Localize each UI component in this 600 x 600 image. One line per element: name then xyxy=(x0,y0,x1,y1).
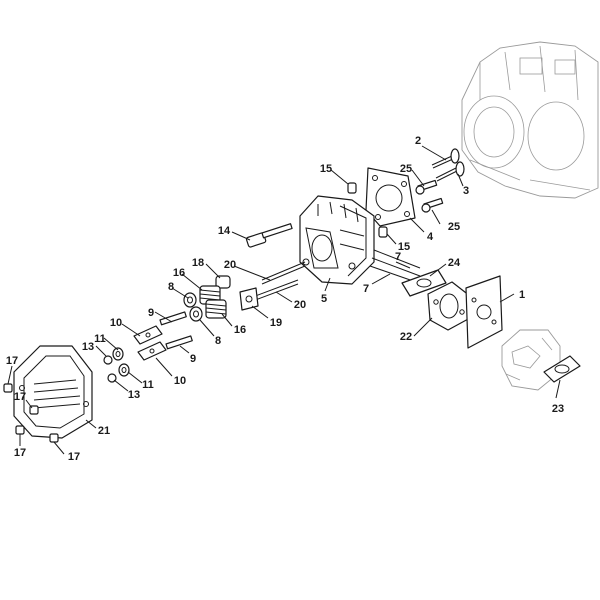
callout-11-upper: 11 xyxy=(94,333,106,345)
callout-4: 4 xyxy=(427,231,434,243)
callout-8-lower: 8 xyxy=(215,335,221,347)
valve-2 xyxy=(431,148,460,169)
callout-5: 5 xyxy=(321,293,327,305)
callout-10-lower: 10 xyxy=(174,375,186,387)
rocker-arm-10-lower xyxy=(137,341,167,361)
carburetor-ghost xyxy=(501,329,561,391)
stud-25-lower xyxy=(421,197,444,213)
plate-1 xyxy=(465,275,503,349)
callout-17-2: 17 xyxy=(14,391,26,403)
valve-3 xyxy=(435,161,465,182)
cap-18 xyxy=(215,275,231,289)
callout-1: 1 xyxy=(519,289,525,301)
screw-13-upper xyxy=(103,355,113,365)
washer-8-lower xyxy=(189,306,203,322)
gasket-24 xyxy=(401,269,447,297)
nut-11-lower xyxy=(118,363,130,377)
stud-9-lower xyxy=(165,335,193,350)
callout-13-lower: 13 xyxy=(128,389,140,401)
rocker-arm-10-upper xyxy=(133,325,163,345)
valve-spring-16-lower xyxy=(205,299,227,319)
nut-11-upper xyxy=(112,347,124,361)
callout-17-4: 17 xyxy=(68,451,80,463)
callout-14: 14 xyxy=(218,225,231,237)
stud-9-upper xyxy=(159,311,187,326)
callout-22: 22 xyxy=(400,331,412,343)
valve-guide-20 xyxy=(249,261,306,303)
callout-19: 19 xyxy=(270,317,282,329)
callout-17-3: 17 xyxy=(14,447,26,459)
callout-16-lower: 16 xyxy=(234,324,246,336)
dowel-15-lower xyxy=(378,226,388,238)
callout-3: 3 xyxy=(463,185,469,197)
callout-7-upper: 7 xyxy=(395,251,401,263)
callout-13-upper: 13 xyxy=(82,341,94,353)
cylinder-head-5 xyxy=(299,195,375,285)
callout-24: 24 xyxy=(448,257,461,269)
bolt-17-4 xyxy=(49,433,59,443)
bolt-17-1 xyxy=(3,383,13,393)
callout-2: 2 xyxy=(415,135,421,147)
rocker-stud-14 xyxy=(245,223,293,248)
callout-7-lower: 7 xyxy=(363,283,369,295)
washer-8-upper xyxy=(183,292,197,308)
callouts: 1 2 3 4 5 7 7 8 8 9 9 10 10 11 11 13 13 … xyxy=(6,135,564,463)
callout-11-lower: 11 xyxy=(142,379,154,391)
callout-15-upper: 15 xyxy=(320,163,332,175)
callout-21: 21 xyxy=(98,425,110,437)
valve-cover-21 xyxy=(13,345,93,439)
callout-9-upper: 9 xyxy=(148,307,154,319)
callout-20-lower: 20 xyxy=(294,299,306,311)
pushrods-7 xyxy=(369,249,421,283)
stud-25-upper xyxy=(415,179,438,195)
callout-8-upper: 8 xyxy=(168,281,174,293)
callout-25-upper: 25 xyxy=(400,163,412,175)
guide-plate-19 xyxy=(239,287,259,311)
callout-16-upper: 16 xyxy=(173,267,185,279)
leader-lines xyxy=(7,145,561,455)
bolt-17-3 xyxy=(15,425,25,435)
callout-17-1: 17 xyxy=(6,355,18,367)
dowel-15-upper xyxy=(347,182,357,194)
callout-23: 23 xyxy=(552,403,564,415)
callout-20-upper: 20 xyxy=(224,259,236,271)
callout-9-lower: 9 xyxy=(190,353,196,365)
gasket-23 xyxy=(543,355,581,383)
head-gasket-4 xyxy=(365,167,416,227)
engine-block-ghost xyxy=(461,41,599,199)
callout-18: 18 xyxy=(192,257,204,269)
insulator-22 xyxy=(427,281,471,331)
callout-25-lower: 25 xyxy=(448,221,460,233)
callout-15-lower: 15 xyxy=(398,241,410,253)
callout-10-upper: 10 xyxy=(110,317,122,329)
